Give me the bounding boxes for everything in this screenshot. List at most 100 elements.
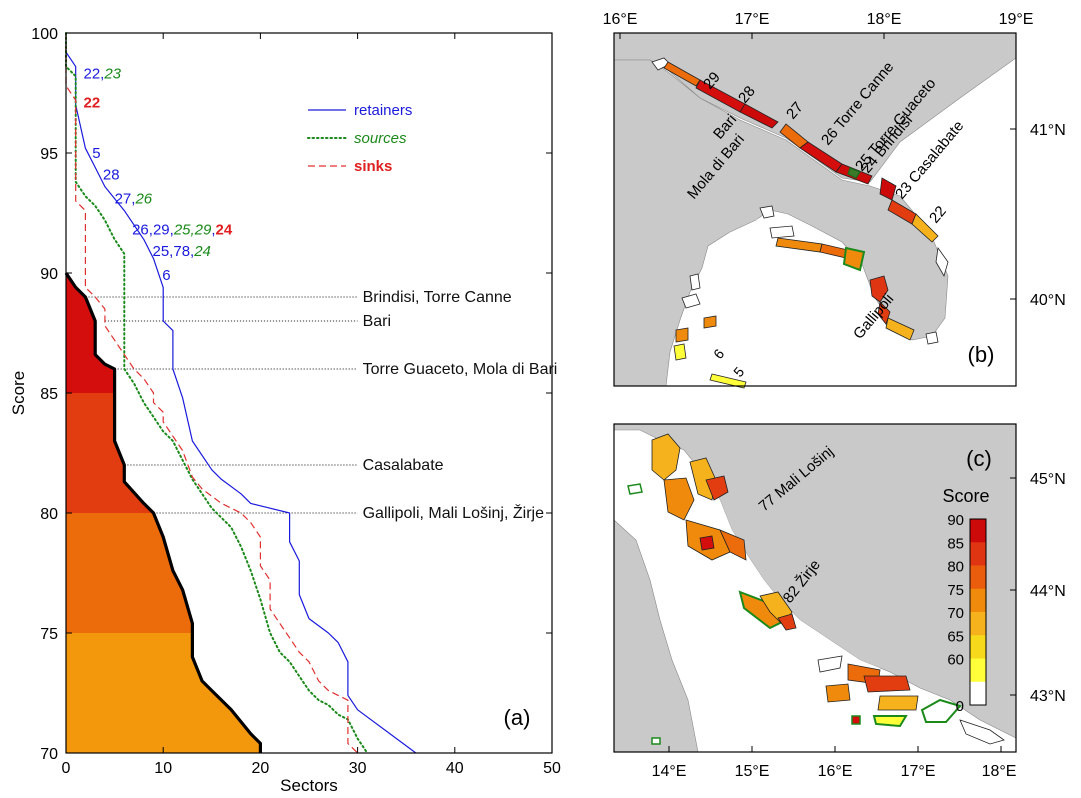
map-c-lat-tick: 43°N	[1030, 688, 1066, 705]
map-c-mpa-outline	[851, 715, 861, 725]
map-c-lon-tick: 17°E	[901, 763, 936, 780]
map-c-mpa-outline	[627, 483, 643, 495]
x-tick-label: 20	[252, 760, 270, 777]
annotation-part: 24	[216, 222, 233, 239]
annotation-part: 28	[103, 166, 120, 183]
colorbar-segment	[970, 588, 986, 613]
annotation-part: 22	[83, 66, 100, 83]
map-b-sector	[709, 373, 747, 389]
map-c-sector	[719, 529, 747, 561]
map-c-sector	[663, 477, 695, 521]
panel-label-c: (c)	[966, 446, 992, 471]
colorbar-segment	[970, 565, 986, 590]
map-b-sector	[759, 205, 775, 219]
map-c-sector	[863, 675, 911, 693]
sector-annotation: 27,26	[115, 190, 153, 207]
x-tick-label: 40	[446, 760, 464, 777]
annotation-part: ,	[100, 66, 104, 83]
map-c-lon-tick: 15°E	[735, 763, 770, 780]
map-b-sector	[869, 275, 889, 303]
colorbar-tick-label: 0	[956, 698, 964, 715]
y-tick-label: 70	[40, 746, 58, 763]
series-step-boundary	[64, 272, 262, 753]
panel-label-b: (b)	[968, 342, 995, 367]
y-tick-label: 75	[40, 626, 58, 643]
colorbar-tick-label: 90	[947, 512, 964, 529]
annotation-part: 26	[134, 190, 152, 207]
map-b-lon-tick: 19°E	[999, 11, 1034, 28]
series-retainers	[65, 33, 417, 754]
colorbar-frame	[969, 518, 987, 706]
map-c-lon-tick: 16°E	[818, 763, 853, 780]
colorbar-tick-label: 75	[947, 582, 964, 599]
map-b-lon-tick: 18°E	[867, 11, 902, 28]
annotation-part: 22	[83, 94, 100, 111]
legend-label: retainers	[354, 102, 412, 119]
colorbar-title: Score	[942, 486, 989, 506]
score-band	[66, 393, 261, 513]
map-b-lat-tick: 40°N	[1030, 292, 1066, 309]
annotation-part: 6	[162, 267, 170, 284]
reference-label: Bari	[363, 313, 391, 330]
map-c-lat-tick: 45°N	[1030, 471, 1066, 488]
legend-label: sources	[354, 130, 407, 147]
map-b-tick-marks	[619, 33, 1017, 300]
colorbar-segment	[970, 519, 986, 543]
map-c-mpa-outline	[651, 737, 661, 745]
sector-annotation: 22,23	[83, 66, 121, 83]
map-c-tick-marks	[668, 477, 1016, 752]
colorbar-tick-label: 70	[947, 605, 964, 622]
map-c-mpa-outline	[920, 698, 962, 723]
map-c-lon-tick: 18°E	[982, 763, 1017, 780]
y-axis-label: Score	[9, 371, 28, 415]
annotation-part: ,	[211, 222, 215, 239]
y-tick-label: 85	[40, 386, 58, 403]
annotation-part: 25,29	[173, 222, 212, 239]
x-tick-label: 30	[349, 760, 367, 777]
map-b-sector	[663, 61, 701, 87]
reference-label: Brindisi, Torre Canne	[363, 289, 512, 306]
colorbar-tick-label: 60	[947, 652, 964, 669]
reference-label: Casalabate	[363, 457, 444, 474]
map-b-sector	[673, 343, 687, 361]
map-c-mpa-outline	[738, 590, 784, 630]
sector-annotation: 26,29,25,29,24	[132, 222, 233, 239]
map-b-lon-tick: 17°E	[735, 11, 770, 28]
map-c-sectors	[627, 433, 1005, 745]
map-c-mpa-outline	[872, 715, 908, 728]
panel-label-a: (a)	[504, 705, 531, 730]
reference-label: Gallipoli, Mali Lošinj, Žirje	[363, 503, 544, 522]
map-c-sector	[705, 475, 729, 501]
map-c-frame	[613, 423, 1017, 753]
x-axis-label: Sectors	[280, 776, 338, 795]
legend: retainers sources sinks	[307, 102, 412, 175]
colorbar-segment	[970, 542, 986, 566]
map-b-sector	[703, 315, 717, 329]
sector-annotation: 28	[103, 166, 120, 183]
series-sources	[65, 32, 369, 754]
annotation-part: ,	[131, 190, 135, 207]
map-b-lon-tick: 16°E	[603, 11, 638, 28]
map-c-lon-tick: 14°E	[652, 763, 687, 780]
map-c-sector	[825, 683, 851, 703]
map-c-lat-tick: 44°N	[1030, 583, 1066, 600]
annotation-part: 5	[92, 145, 100, 162]
annotation-part: 26,29,	[132, 222, 174, 239]
annotation-part: 24	[193, 243, 211, 260]
map-b-frame	[613, 32, 1017, 387]
map-b-sector	[925, 331, 939, 345]
colorbar-segment	[970, 658, 986, 683]
legend-label: sinks	[354, 158, 392, 175]
map-b-sector	[739, 103, 779, 129]
map-c-sector	[699, 535, 715, 551]
colorbar-segment	[970, 612, 986, 636]
map-c-sector	[651, 433, 681, 481]
panel-b-map: 16°E 17°E 18°E 19°E 41°N 40°N 29 28 27 B…	[603, 11, 1066, 389]
